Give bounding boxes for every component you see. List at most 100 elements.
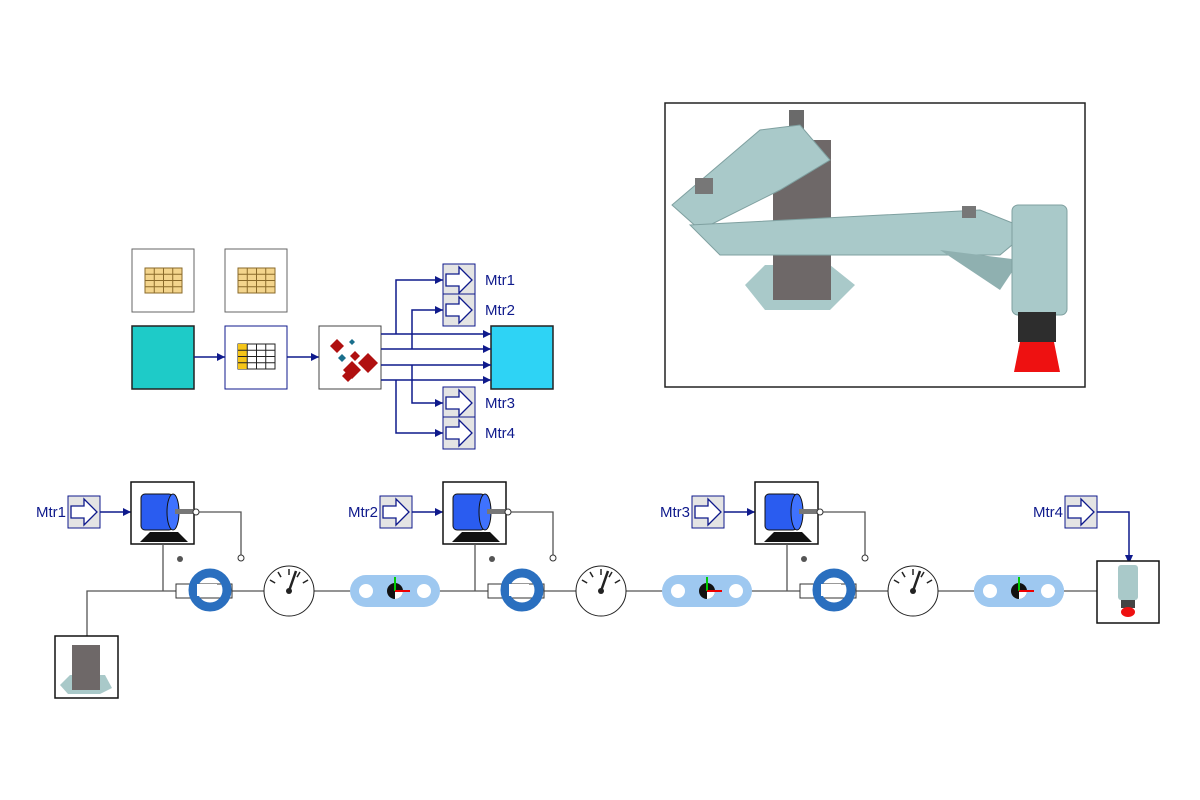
output-connector-3[interactable]: Mtr3 bbox=[442, 386, 515, 420]
signal-line bbox=[395, 279, 443, 334]
frame-sensor[interactable] bbox=[662, 575, 752, 607]
input-connector-4[interactable]: Mtr4 bbox=[1033, 495, 1098, 529]
diamond-icon bbox=[330, 339, 344, 353]
gauge-block[interactable] bbox=[575, 565, 627, 617]
arrow-head-icon bbox=[1125, 555, 1133, 564]
arrow-head-icon bbox=[747, 508, 755, 516]
gauge-tick bbox=[920, 571, 925, 578]
gauge-tick bbox=[302, 579, 309, 584]
flange-icon bbox=[504, 508, 512, 516]
motor-base bbox=[452, 532, 500, 542]
bearing-block[interactable] bbox=[175, 568, 233, 612]
bus-arrow-icon bbox=[445, 418, 473, 448]
gauge-hub bbox=[598, 588, 604, 594]
motor-shaft bbox=[799, 509, 817, 514]
robot-base-icon bbox=[72, 645, 100, 690]
flange-icon bbox=[192, 508, 200, 516]
connector-label: Mtr1 bbox=[36, 504, 66, 521]
demux-block[interactable] bbox=[318, 325, 382, 390]
drive-segment-2: Mtr2 bbox=[348, 481, 752, 617]
gauge-tick bbox=[614, 579, 621, 584]
connector-label: Mtr4 bbox=[485, 425, 515, 442]
gripper-body bbox=[1121, 600, 1135, 608]
bearing-gap bbox=[509, 584, 529, 596]
support-icon bbox=[177, 556, 183, 562]
motor-block[interactable] bbox=[442, 481, 507, 545]
arrow-head-icon bbox=[217, 353, 225, 361]
input-connector-3[interactable]: Mtr3 bbox=[660, 495, 725, 529]
parameter-table-1[interactable] bbox=[131, 248, 195, 313]
source-block[interactable] bbox=[131, 325, 195, 390]
gauge-tick bbox=[296, 571, 301, 578]
output-connector-4[interactable]: Mtr4 bbox=[442, 416, 515, 450]
signal-line bbox=[395, 380, 443, 434]
arrow-head-icon bbox=[435, 276, 443, 284]
bus-arrow-icon bbox=[445, 265, 473, 295]
diamond-icon bbox=[338, 354, 346, 362]
gripper-body bbox=[1018, 312, 1056, 342]
gauge-tick bbox=[269, 579, 276, 584]
motor-block[interactable] bbox=[130, 481, 195, 545]
sensor-port bbox=[359, 584, 373, 598]
output-connector-1[interactable]: Mtr1 bbox=[442, 263, 515, 297]
gauge-tick bbox=[901, 571, 906, 578]
table-icon bbox=[144, 267, 183, 294]
arrow-head-icon bbox=[483, 376, 491, 384]
robot-3d-view[interactable] bbox=[664, 102, 1086, 388]
output-connector-2[interactable]: Mtr2 bbox=[442, 293, 515, 327]
robot-base-block[interactable] bbox=[54, 635, 119, 699]
bearing-icon bbox=[812, 568, 856, 612]
gauge-block[interactable] bbox=[263, 565, 315, 617]
frame-sensor[interactable] bbox=[350, 575, 440, 607]
bus-arrow-icon bbox=[445, 388, 473, 418]
gripper-block[interactable] bbox=[1096, 560, 1160, 624]
gauge-block[interactable] bbox=[887, 565, 939, 617]
sensor-port bbox=[983, 584, 997, 598]
target-block[interactable] bbox=[490, 325, 554, 390]
table-icon bbox=[237, 267, 276, 294]
diamond-icon bbox=[358, 353, 378, 373]
parameter-table-2[interactable] bbox=[224, 248, 288, 313]
sensor-quadrant bbox=[395, 591, 403, 599]
support-icon bbox=[489, 556, 495, 562]
gauge-tick bbox=[277, 571, 282, 578]
bus-arrow-icon bbox=[70, 497, 98, 527]
signal-line bbox=[411, 309, 443, 349]
table-icon bbox=[237, 343, 276, 370]
motor-shaft bbox=[175, 509, 193, 514]
motor-shaft bbox=[487, 509, 505, 514]
bearing-gap bbox=[821, 584, 841, 596]
connector-label: Mtr3 bbox=[485, 395, 515, 412]
gauge-tick bbox=[581, 579, 588, 584]
bearing-block[interactable] bbox=[799, 568, 857, 612]
gauge-hub bbox=[286, 588, 292, 594]
gripper-tip bbox=[1014, 342, 1060, 372]
input-connector-1[interactable]: Mtr1 bbox=[36, 495, 101, 529]
gauge-needle bbox=[599, 570, 610, 592]
bus-arrow-icon bbox=[694, 497, 722, 527]
bus-arrow-icon bbox=[445, 295, 473, 325]
input-connector-2[interactable]: Mtr2 bbox=[348, 495, 413, 529]
arrow-head-icon bbox=[483, 330, 491, 338]
sensor-port bbox=[729, 584, 743, 598]
sensor-quadrant bbox=[707, 591, 715, 599]
gauge-tick bbox=[893, 579, 900, 584]
bearing-icon bbox=[188, 568, 232, 612]
gripper-icon bbox=[1118, 565, 1138, 600]
bearing-block[interactable] bbox=[487, 568, 545, 612]
bus-arrow-icon bbox=[382, 497, 410, 527]
table-lookup-block[interactable] bbox=[224, 325, 288, 390]
arrow-head-icon bbox=[483, 345, 491, 353]
signal-line bbox=[1097, 511, 1130, 561]
sensor-port bbox=[1041, 584, 1055, 598]
drive-segment-1: Mtr1 bbox=[36, 481, 440, 617]
connector-label: Mtr2 bbox=[348, 504, 378, 521]
sensor-quadrant bbox=[1019, 591, 1027, 599]
bus-arrow-icon bbox=[1067, 497, 1095, 527]
connector-label: Mtr4 bbox=[1033, 504, 1063, 521]
motor-block[interactable] bbox=[754, 481, 819, 545]
gauge-hub bbox=[910, 588, 916, 594]
support-icon bbox=[801, 556, 807, 562]
frame-sensor[interactable] bbox=[974, 575, 1064, 607]
